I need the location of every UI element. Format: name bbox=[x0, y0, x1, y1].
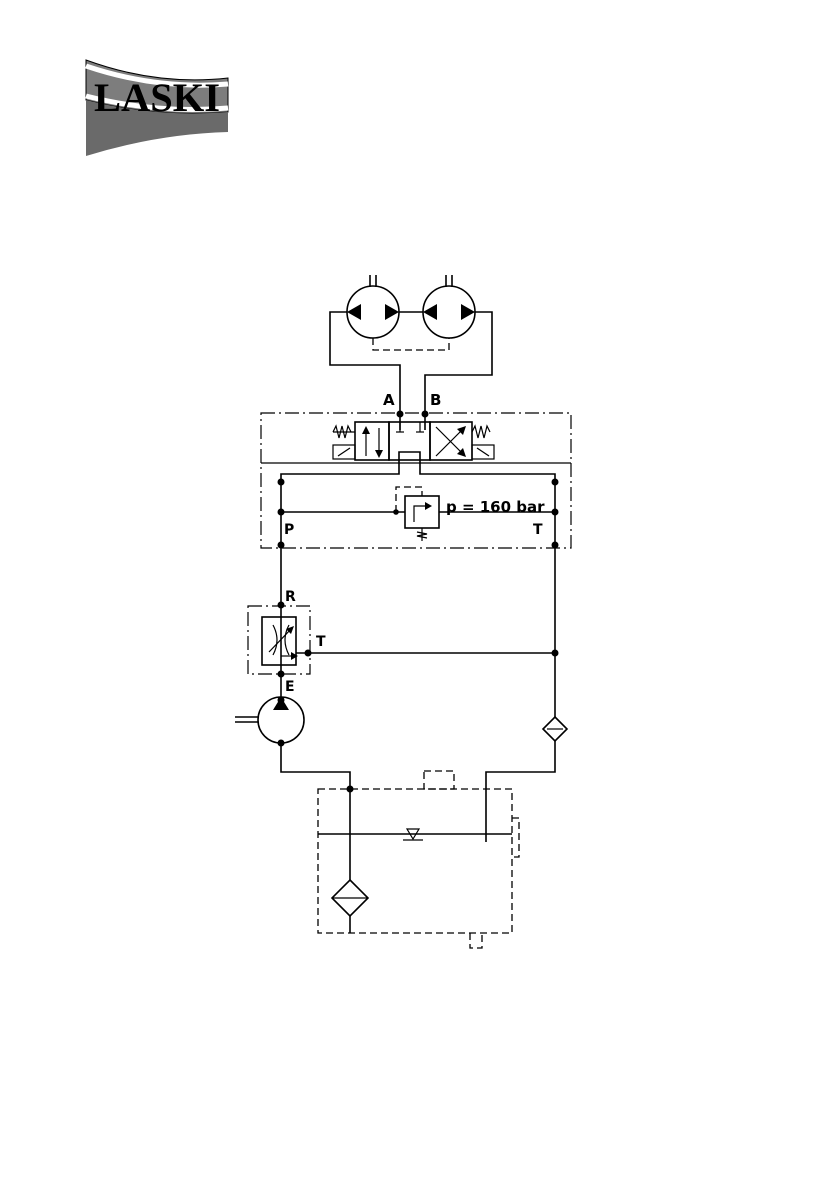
hydraulic-motor-right bbox=[423, 275, 475, 338]
relief-pressure-label: p = 160 bar bbox=[446, 498, 545, 516]
suction-strainer bbox=[332, 880, 368, 916]
hydraulic-motor-left bbox=[347, 275, 399, 338]
directional-control-valve bbox=[333, 422, 494, 460]
tank-filler-cap bbox=[424, 771, 454, 789]
port-r-label: R bbox=[285, 589, 296, 605]
port-t-flow-label: T bbox=[316, 634, 326, 650]
flow-control-valve bbox=[248, 606, 310, 674]
port-b-label: B bbox=[430, 391, 441, 409]
hydraulic-pump bbox=[235, 697, 304, 743]
return-filter bbox=[543, 717, 567, 741]
port-p-label: P bbox=[284, 522, 294, 538]
port-e-label: E bbox=[285, 679, 295, 695]
drain-plug bbox=[470, 933, 482, 948]
port-a-label: A bbox=[383, 391, 395, 409]
reservoir-tank bbox=[318, 789, 512, 933]
motor-drain-line bbox=[373, 338, 449, 350]
level-gauge bbox=[512, 818, 519, 857]
pressure-relief-valve bbox=[393, 487, 439, 541]
port-t-valve-label: T bbox=[533, 522, 543, 538]
